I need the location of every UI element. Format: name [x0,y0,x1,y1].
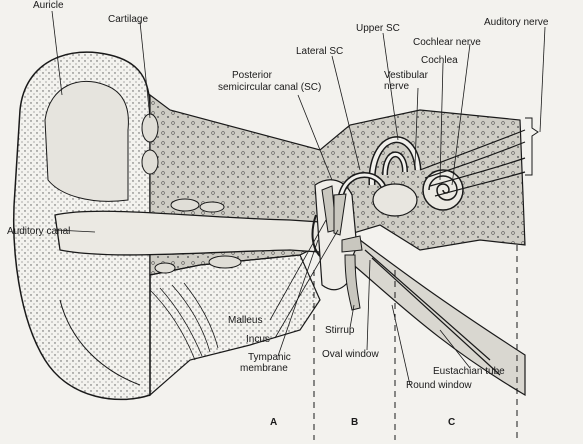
label-posterior-sc-line1: Posterior [232,70,272,81]
label-stirrup: Stirrup [325,325,354,336]
label-cochlear-nerve: Cochlear nerve [413,37,481,48]
label-vestibular-line2: nerve [384,81,409,92]
label-tympanic-line2: membrane [240,363,288,374]
label-incus: Incus [246,334,270,345]
label-eustachian-tube: Eustachian tube [433,366,505,377]
auditory-nerve-bracket [525,118,538,175]
label-upper-sc: Upper SC [356,23,400,34]
vestibule [373,184,417,216]
label-cochlea: Cochlea [421,55,458,66]
section-label-b: B [351,417,358,428]
section-label-c: C [448,417,455,428]
label-auditory-canal: Auditory canal [7,226,70,237]
label-lateral-sc: Lateral SC [296,46,343,57]
label-auricle: Auricle [33,0,64,11]
label-posterior-sc-line2: semicircular canal (SC) [218,82,321,93]
label-auditory-nerve: Auditory nerve [484,17,548,28]
label-tympanic-line1: Tympanic [248,352,291,363]
label-round-window: Round window [406,380,472,391]
label-cartilage: Cartilage [108,14,148,25]
label-vestibular-line1: Vestibular [384,70,428,81]
label-malleus: Malleus [228,315,262,326]
label-oval-window: Oval window [322,349,379,360]
section-label-a: A [270,417,277,428]
